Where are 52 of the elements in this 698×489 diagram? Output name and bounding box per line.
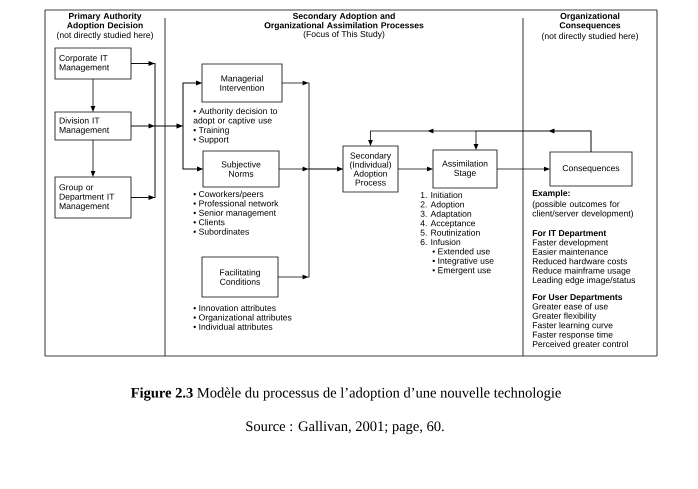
- list-item: • Authority decision to adopt or captive use: [194, 108, 278, 126]
- list-item: Faster learning curve: [532, 322, 613, 330]
- list-item: • Coworkers/peers: [194, 190, 264, 199]
- list-item: • Senior management: [194, 210, 276, 218]
- list-item: Leading edge image/status: [532, 276, 636, 285]
- column-heading: Primary Authority Adoption Decision: [67, 12, 143, 30]
- process-box: Corporate IT Management: [54, 48, 132, 80]
- process-box: Consequences: [550, 152, 632, 186]
- list-item: 3. Adaptation: [420, 210, 472, 219]
- list-item: • Support: [194, 136, 229, 144]
- column-subheading: (not directly studied here): [542, 32, 638, 41]
- list-item: • Professional network: [194, 200, 278, 206]
- list-item: • Subordinates: [194, 228, 249, 235]
- list-item: 4. Acceptance: [420, 220, 476, 228]
- list-item: • Emergent use: [432, 267, 491, 275]
- process-box: Subjective Norms: [202, 150, 280, 188]
- list-item: Perceived greater control: [532, 340, 628, 349]
- list-item: Easier maintenance: [532, 248, 608, 255]
- list-item: Reduce mainframe usage: [532, 267, 630, 276]
- list-item: • Individual attributes: [194, 324, 272, 330]
- list-item: (possible outcomes for client/server development): [532, 200, 633, 218]
- process-box: Assimilation Stage: [432, 150, 498, 188]
- list-item: Faster development: [532, 239, 608, 248]
- column-subheading: (not directly studied here): [57, 32, 153, 40]
- arrow: [474, 128, 592, 152]
- list-item: • Clients: [194, 218, 225, 226]
- list-item: 5. Routinization: [420, 229, 480, 236]
- list-heading: For IT Department: [532, 230, 606, 238]
- list-item: • Extended use: [432, 248, 490, 254]
- list-heading: Example:: [532, 190, 570, 198]
- column-heading: Secondary Adoption and Organizational Assimilation Processes: [264, 12, 424, 30]
- process-box: Group or Department IT Management: [54, 176, 132, 218]
- list-item: Greater ease of use: [532, 303, 608, 310]
- list-item: • Integrative use: [432, 258, 494, 266]
- figure-caption: Figure 2.3 Modèle du processus de l’adoption d’une nouvelle technologie: [130, 387, 561, 401]
- list-item: • Innovation attributes: [194, 304, 276, 312]
- list-item: • Organizational attributes: [194, 314, 292, 322]
- list-item: 2. Adoption: [420, 201, 464, 210]
- column-subheading: (Focus of This Study): [304, 30, 384, 39]
- list-heading: For User Departments: [532, 294, 622, 302]
- list-item: • Training: [194, 126, 229, 135]
- source-note: Source : Gallivan, 2001; page, 60.: [246, 420, 444, 434]
- list-item: Greater flexibility: [532, 312, 596, 321]
- list-item: 6. Infusion: [420, 238, 460, 246]
- process-box: Facilitating Conditions: [202, 256, 278, 298]
- list-item: 1. Initiation: [420, 192, 462, 198]
- process-box: Secondary (Individual) Adoption Process: [342, 146, 398, 192]
- process-box: Division IT Management: [54, 112, 132, 140]
- column-heading: Organizational Consequences: [560, 12, 620, 30]
- process-box: Managerial Intervention: [202, 64, 282, 102]
- list-item: Reduced hardware costs: [532, 258, 627, 264]
- list-item: Faster response time: [532, 331, 613, 340]
